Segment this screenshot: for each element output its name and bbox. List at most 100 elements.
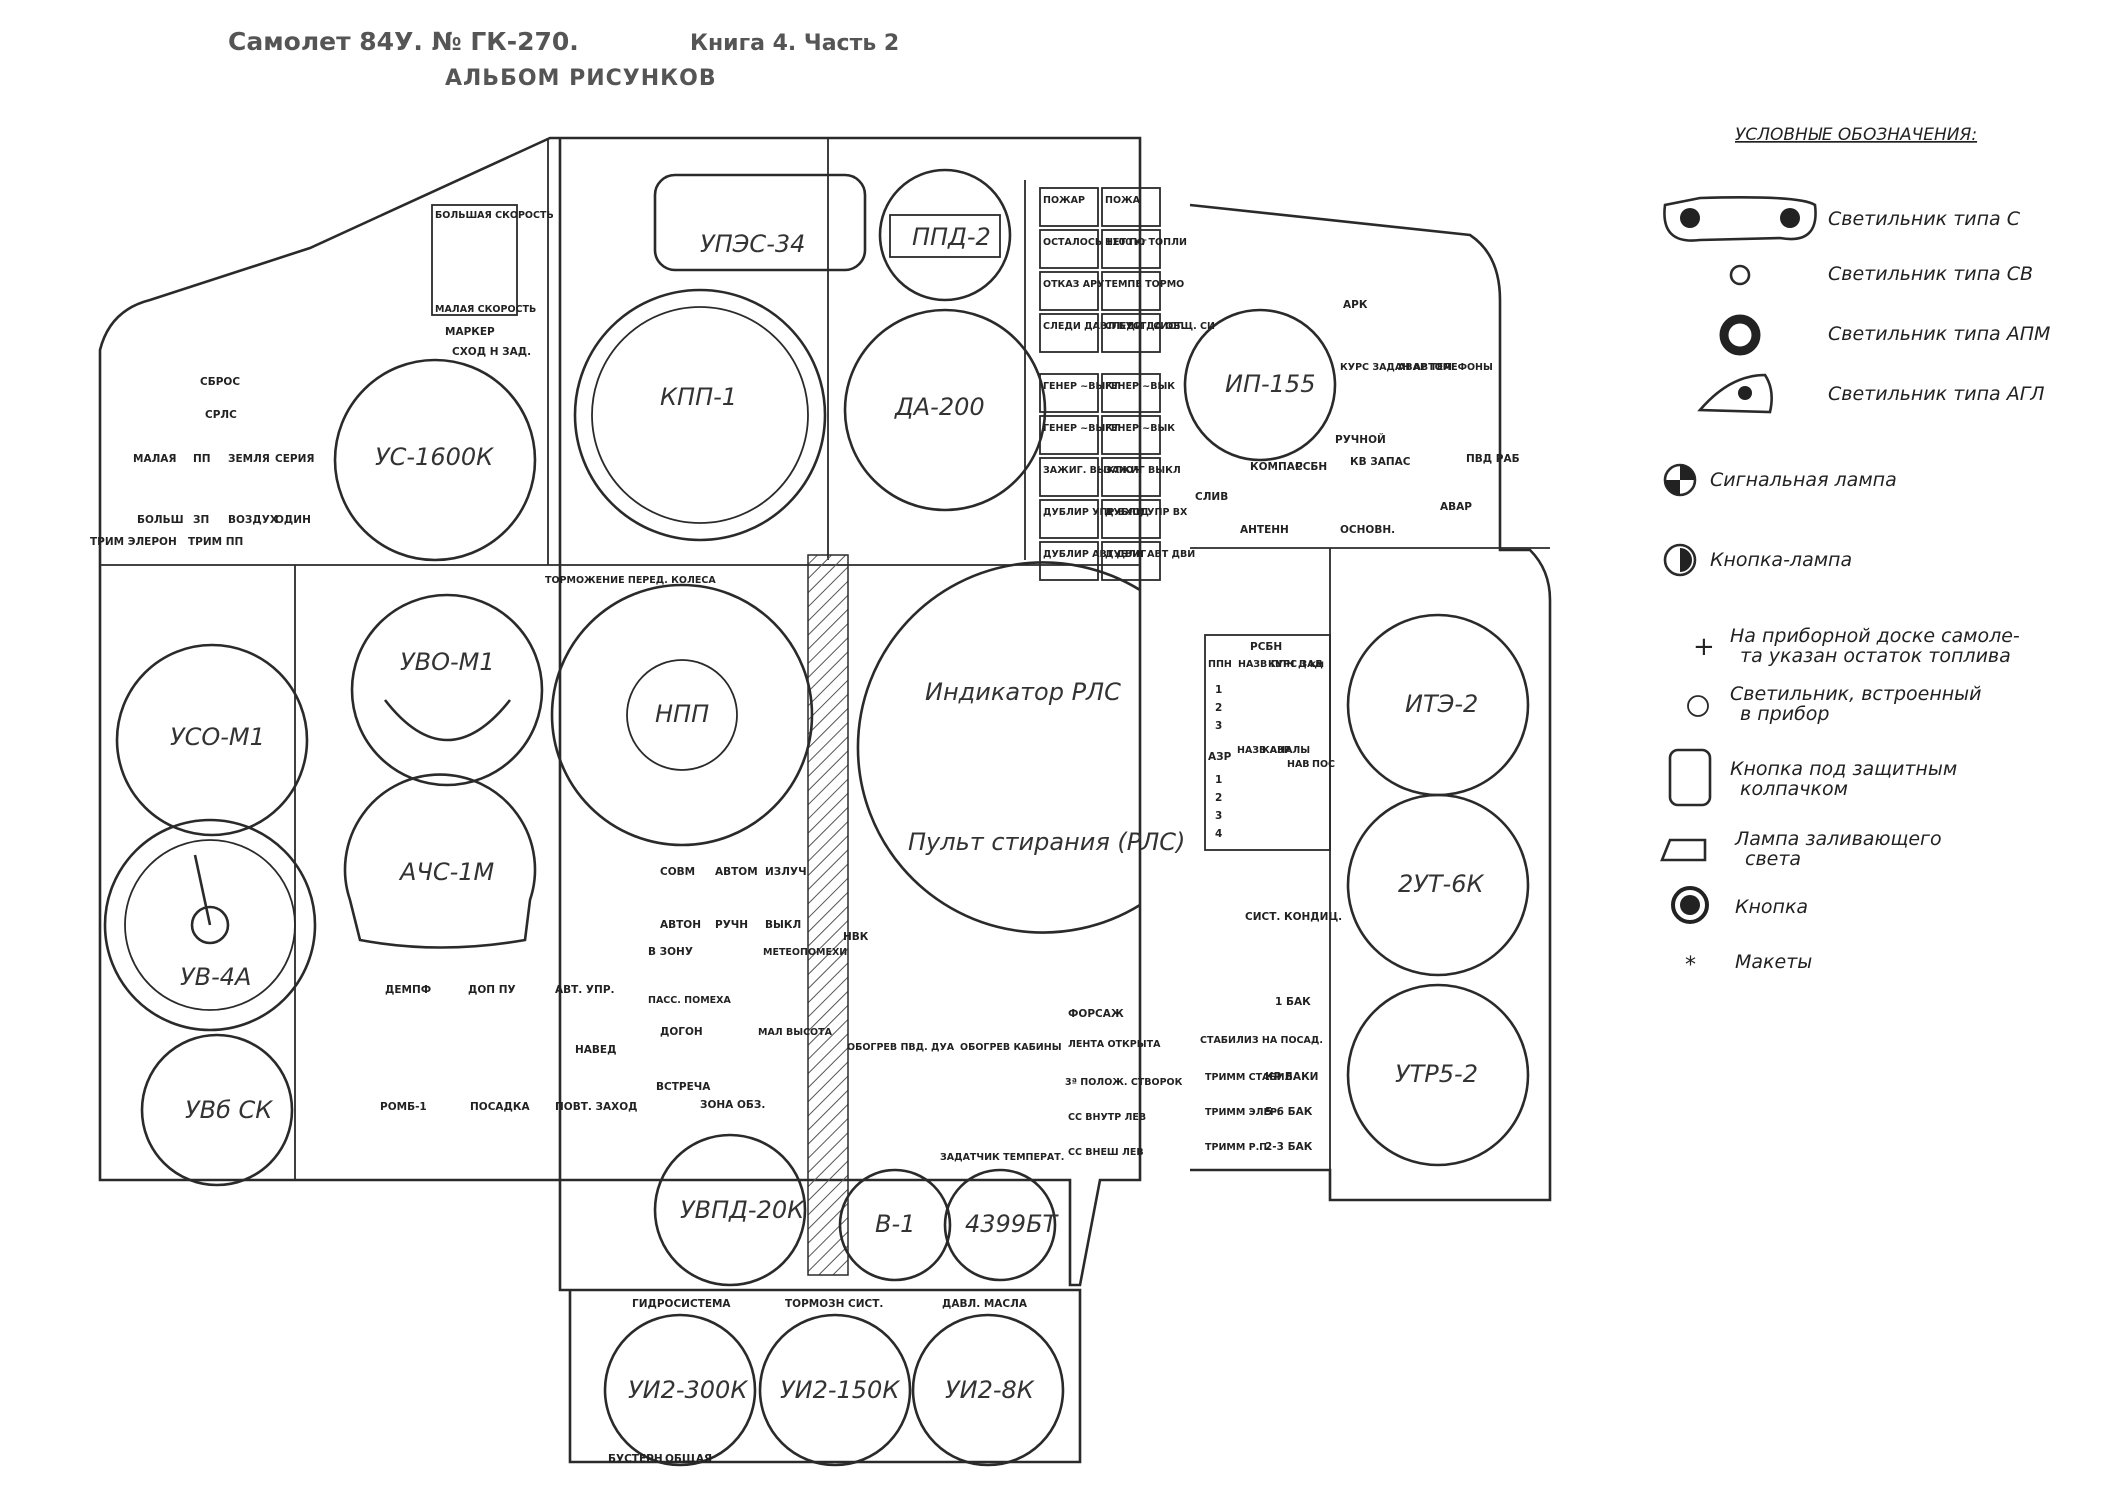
label-tormozn: ТОРМОЗН СИСТ.	[785, 1298, 883, 1310]
utr-face	[1346, 983, 1530, 1167]
label-bak-kr: КР БАКИ	[1265, 1071, 1318, 1083]
gauge-uso: УСО-М1	[115, 643, 309, 837]
label-seriya: СЕРИЯ	[275, 453, 314, 465]
gauge-ut: 2УТ-6К	[1346, 793, 1530, 977]
label-dogon: ДОГОН	[660, 1026, 703, 1038]
uvo-arc	[383, 699, 512, 742]
rsbn-header: КУРС ЗАД	[1268, 659, 1323, 670]
gauge-uvo: УВО-М1	[350, 593, 544, 787]
annunciator-cell	[1039, 271, 1099, 311]
ui8-label: УИ2-8К	[945, 1376, 1035, 1404]
radar-label: Индикатор РЛС	[925, 678, 1121, 706]
v1-label: В-1	[875, 1210, 915, 1238]
npp-center	[626, 659, 738, 771]
gauge-uvpd: УВПД-20К	[653, 1133, 807, 1287]
annunciator-cell	[1101, 271, 1161, 311]
label-naved: НАВЕД	[575, 1044, 616, 1056]
annunciator-cell	[1039, 373, 1099, 413]
label-ark: АРК	[1343, 299, 1368, 311]
ui150-label: УИ2-150К	[780, 1376, 900, 1404]
upes-label: УПЭС-34	[700, 230, 805, 258]
ui150-face	[758, 1313, 912, 1467]
label-mal-vysota: МАЛ ВЫСОТА	[758, 1027, 833, 1038]
uv-bezel	[103, 818, 317, 1032]
annunciator-label: ГЕНЕР ~ВЫК	[1105, 423, 1175, 434]
uvo-face	[350, 593, 544, 787]
label-demf: ДЕМПФ	[385, 984, 431, 996]
lamp-apm-icon	[1719, 314, 1761, 356]
gauge-v1: В-1	[838, 1168, 952, 1282]
achs-label: АЧС-1М	[398, 858, 495, 886]
hatched-strip	[807, 554, 849, 1276]
label-trim-pp: ТРИМ ПП	[188, 536, 243, 548]
uvb-label: УВб СК	[185, 1096, 273, 1124]
rsbn-header-2: НАВ	[1287, 759, 1310, 770]
gauge-ip: ИП-155	[1183, 308, 1337, 462]
lamp-c-icon	[1663, 196, 1817, 242]
gauge-radar: Индикатор РЛС Пульт стирания (РЛС)	[856, 561, 1185, 934]
annunciator-label: ОТКАЗ АРУ	[1043, 279, 1105, 290]
label-trimm-eler: ТРИММ ЭЛЕР.	[1205, 1107, 1281, 1118]
lamp-agl-dot	[1738, 386, 1752, 400]
rsbn-row-number-2: 2	[1215, 792, 1222, 804]
label-skhod: СХОД Н ЗАД.	[452, 346, 531, 358]
legend-text-8: Светильник, встроенный	[1730, 683, 1982, 705]
gauge-ui150: УИ2-150К	[758, 1313, 912, 1467]
button-lamp-half	[1680, 548, 1692, 572]
speed-switch-box	[431, 204, 518, 316]
gauge-ui8: УИ2-8К	[911, 1313, 1065, 1467]
album-title: АЛЬБОМ РИСУНКОВ	[445, 66, 717, 91]
label-vstrecha: ВСТРЕЧА	[656, 1081, 711, 1093]
annunciator-cell	[1039, 499, 1099, 539]
annunciator-label: ТЕМПЕ ТОРМО	[1105, 279, 1184, 290]
rsbn-header: Д км	[1298, 659, 1324, 670]
utr-label: УТР5-2	[1395, 1060, 1478, 1088]
uvb-face	[140, 1033, 294, 1187]
ite-label: ИТЭ-2	[1405, 690, 1478, 718]
v1-face	[838, 1168, 952, 1282]
legend-text-3: Светильник типа АПМ	[1828, 323, 2050, 345]
document-header: Самолет 84У. № ГК-270. Книга 4. Часть 2 …	[228, 27, 899, 91]
rsbn-row-number: 3	[1215, 720, 1222, 732]
gauge-ui300: УИ2-300К	[603, 1313, 757, 1467]
label-bustern: БУСТЕРН	[608, 1453, 663, 1465]
label-sist-kondits: СИСТ. КОНДИЦ.	[1245, 911, 1342, 923]
plus-icon: +	[1693, 632, 1715, 662]
rsbn-row-number-2: 4	[1215, 828, 1222, 840]
label-antenn: АНТЕНН	[1240, 524, 1289, 536]
label-avar: АВАР	[1440, 501, 1472, 513]
label-marker: МАРКЕР	[445, 326, 495, 338]
label-ss-vnutr: СС ВНУТР ЛЕВ	[1068, 1112, 1146, 1123]
gauge-upes: УПЭС-34	[653, 173, 867, 272]
gauge-kpp: КПП-1	[573, 288, 827, 542]
label-v-zonu: В ЗОНУ	[648, 946, 693, 958]
label-davl-masla: ДАВЛ. МАСЛА	[942, 1298, 1028, 1310]
gauge-achs: АЧС-1М	[343, 773, 537, 949]
annunciator-cell	[1039, 229, 1099, 269]
label-obshchaya: ОБЩАЯ	[665, 1453, 712, 1465]
label-posadka: ПОСАДКА	[470, 1101, 530, 1113]
annunciator-label: СЛЕДИ ДАВЛ БУСТ. СИСТ.	[1043, 321, 1185, 332]
annunciator-label: ГЕНЕР ~ВЫК	[1105, 381, 1175, 392]
uv-face	[124, 839, 296, 1011]
rsbn-header-2: НАЗВ АЗР	[1237, 745, 1291, 756]
annunciator-label: СЛЕДИ ДА ОБЩ. СИ	[1105, 321, 1215, 332]
label-zp: ЗП	[193, 514, 209, 526]
legend-text-6: Кнопка-лампа	[1710, 549, 1852, 571]
label-small-speed: МАЛАЯ СКОРОСТЬ	[435, 304, 536, 315]
title-main: Самолет 84У. № ГК-270.	[228, 27, 579, 56]
annunciator-cell	[1101, 499, 1161, 539]
lower-panel-outline	[558, 138, 1082, 1464]
us-label: УС-1600К	[375, 443, 494, 471]
t4399-label: 4399БТ	[965, 1210, 1060, 1238]
ip-label: ИП-155	[1225, 370, 1315, 398]
annunciator-label: ДУБЛИ УПР ВХ	[1105, 507, 1188, 518]
label-obogrev-kab: ОБОГРЕВ КАБИНЫ	[960, 1042, 1062, 1053]
gauge-ite: ИТЭ-2	[1346, 613, 1530, 797]
annunciator-cell	[1101, 229, 1161, 269]
annunciator-label: ДУБЛИР АВТ ДВИГ	[1043, 549, 1146, 560]
button-icon	[1671, 886, 1709, 924]
legend-text-8b: в прибор	[1740, 703, 1829, 725]
label-dop-pu: ДОП ПУ	[468, 984, 516, 996]
